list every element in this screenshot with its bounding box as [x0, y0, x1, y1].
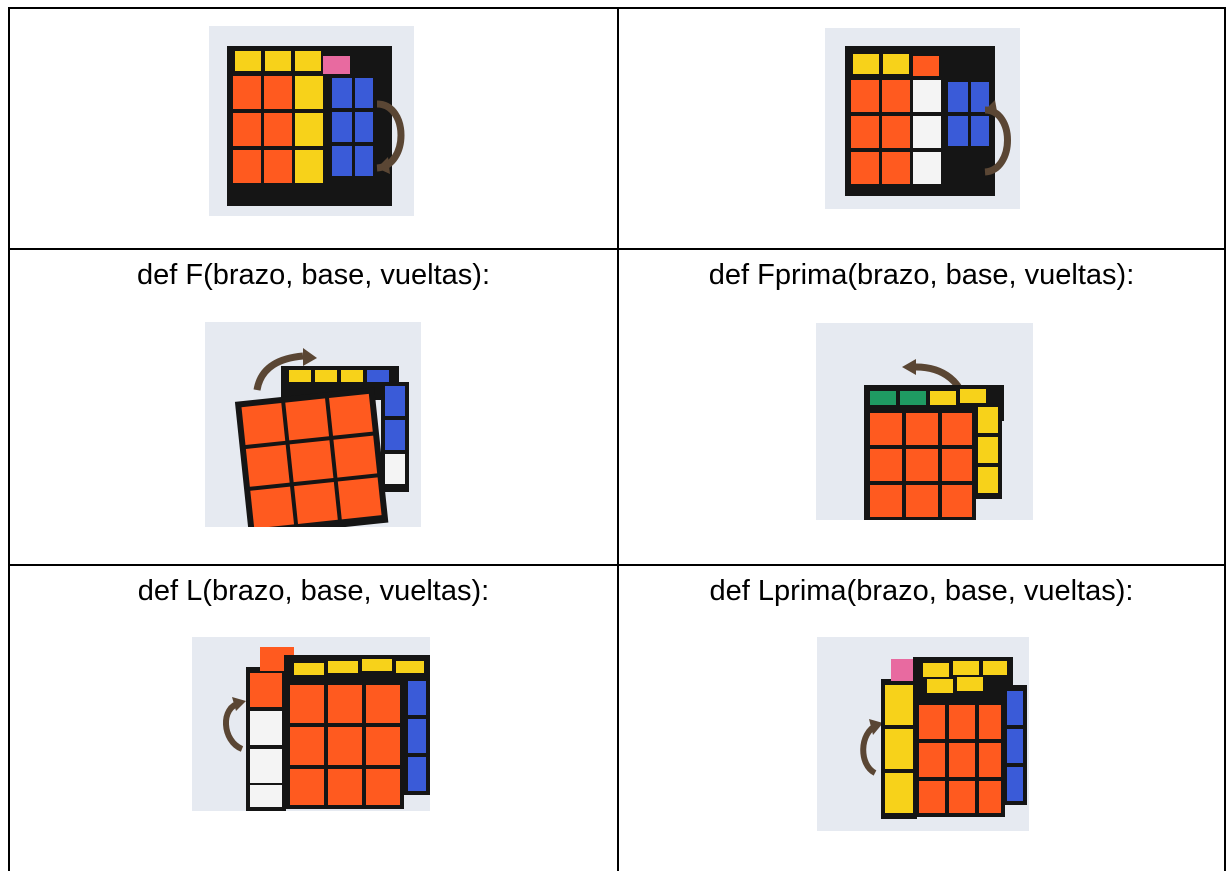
table-row-divider-2	[8, 564, 1226, 566]
table-border-right	[1224, 7, 1226, 871]
cube-photo-f-prime-move	[816, 323, 1033, 520]
cube-photo-r-move	[209, 26, 414, 216]
table-divider-middle	[617, 7, 619, 871]
cell-caption-fprima: def Fprima(brazo, base, vueltas):	[708, 259, 1135, 291]
table-cell-f-move: def F(brazo, base, vueltas):	[10, 250, 617, 564]
table-cell-l-prime-move: def Lprima(brazo, base, vueltas):	[619, 566, 1224, 871]
table-cell-r-prime-move	[619, 9, 1224, 248]
cell-caption-lprima: def Lprima(brazo, base, vueltas):	[709, 575, 1134, 607]
table-cell-r-move	[10, 9, 617, 248]
cube-photo-r-prime-move	[825, 28, 1020, 209]
cube-photo-l-move	[192, 637, 430, 811]
table-cell-l-move: def L(brazo, base, vueltas):	[10, 566, 617, 871]
moves-table: def F(brazo, base, vueltas):	[8, 7, 1226, 871]
cube-photo-f-move	[205, 322, 421, 527]
table-cell-f-prime-move: def Fprima(brazo, base, vueltas):	[619, 250, 1224, 564]
cell-caption-l: def L(brazo, base, vueltas):	[137, 575, 490, 607]
cube-photo-l-prime-move	[817, 637, 1029, 831]
cell-caption-f: def F(brazo, base, vueltas):	[137, 259, 490, 291]
table-row-divider-1	[8, 248, 1226, 250]
table-border-left	[8, 7, 10, 871]
